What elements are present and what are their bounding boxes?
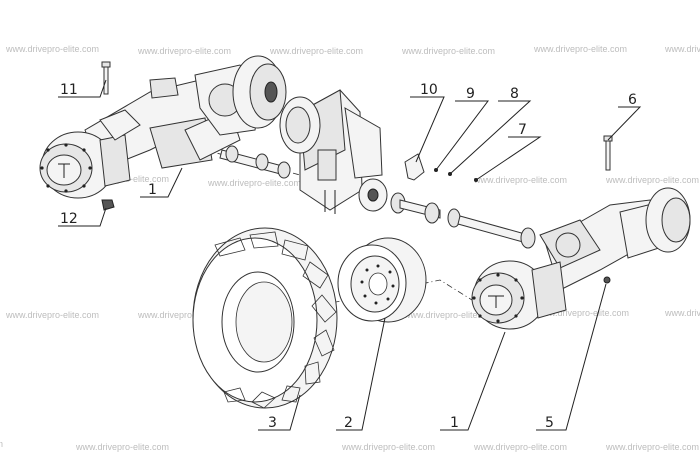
callout-2: 2 — [344, 415, 353, 431]
brake-housing-left — [99, 134, 131, 187]
universal-joint-rear-c — [277, 161, 291, 179]
front-drive-shaft — [390, 192, 536, 249]
callout-8: 8 — [510, 86, 519, 102]
watermark-text: www.drivepro-elite.com — [269, 46, 363, 56]
mounting-studs — [324, 190, 336, 214]
callout-12: 12 — [60, 211, 78, 227]
fasteners — [101, 61, 613, 211]
rim-bolt-holes — [360, 264, 395, 305]
callout-3: 3 — [268, 415, 277, 431]
leader-1a — [140, 167, 183, 198]
control-valve-block — [317, 149, 337, 181]
watermark-text: www.drivepro-elite.com — [137, 310, 231, 320]
callout-7: 7 — [518, 122, 527, 138]
callout-6: 6 — [628, 92, 637, 108]
leader-10 — [410, 96, 445, 163]
callout-1-rear-axle: 1 — [148, 182, 157, 198]
bolt-6 — [605, 139, 611, 171]
leader-9 — [435, 100, 490, 171]
axle-arm-left — [99, 109, 141, 141]
callout-5: 5 — [545, 415, 554, 431]
front-hub-bolts-left — [472, 273, 524, 323]
tyre — [192, 227, 338, 409]
leader-5 — [536, 283, 607, 431]
leader-1b — [440, 331, 506, 431]
callout-11: 11 — [60, 82, 78, 98]
hub-logo-left — [58, 163, 70, 178]
torque-converter-face — [285, 106, 311, 144]
watermark-text: www.drivepro-elite.com — [605, 175, 699, 185]
watermark-text: www.drivepro-elite.com — [403, 310, 497, 320]
rear-drive-shaft — [219, 145, 291, 179]
callout-1-front-axle: 1 — [450, 415, 459, 431]
watermark-text: www.drivepro-elite.com — [473, 175, 567, 185]
universal-joint-front-b — [424, 202, 440, 224]
gearbox-end-cover — [344, 107, 383, 179]
leader-8 — [449, 100, 532, 175]
brake-bracket-parts — [404, 153, 478, 182]
output-flange-center — [367, 188, 379, 202]
bolt-11-head — [101, 61, 111, 68]
mounting-pad — [149, 77, 179, 99]
leader-2 — [336, 317, 386, 431]
watermark-text: www.drivepro-elite.com — [473, 442, 567, 452]
watermark-text: www.drivepro-elite.com — [207, 178, 301, 188]
universal-joint-rear-a — [225, 145, 239, 163]
nut-12 — [101, 199, 115, 211]
leader-lines — [58, 79, 642, 431]
hub-center-right — [264, 81, 278, 103]
front-shaft-tube — [457, 215, 526, 243]
brake-bracket — [404, 153, 425, 181]
watermark-text: www.drivepro-elite.com — [664, 44, 700, 54]
leader-12 — [58, 207, 107, 227]
watermark-text: www.drivepro-elite.com — [341, 442, 435, 452]
watermark-text: www.drivepro-elite.com — [401, 46, 495, 56]
bolt-6-head — [603, 135, 613, 142]
watermark-text: www.drivepro-elite.com — [5, 44, 99, 54]
callout-10: 10 — [420, 82, 438, 98]
callouts: 11 12 1 10 9 8 7 6 3 2 1 5 — [60, 82, 637, 431]
front-brake-housing-left — [531, 261, 567, 319]
leader-11 — [58, 79, 107, 98]
front-differential-cover — [555, 232, 581, 258]
watermark-text: www.drivepro-elite.com — [535, 308, 629, 318]
hub-bolts-left — [40, 143, 92, 193]
watermark-text: www.drivepro-elite.com — [664, 308, 700, 318]
drain-plug — [603, 276, 611, 284]
watermark-text: www.drivepro-elite.com — [605, 442, 699, 452]
tyre-tread — [214, 231, 337, 409]
watermark-text: www.drivepro-elite.com — [137, 46, 231, 56]
front-hub-face-right — [661, 197, 691, 243]
front-axle-assembly — [471, 187, 691, 330]
transmission-assembly — [279, 89, 388, 214]
tyre-inner — [235, 281, 293, 363]
callout-9: 9 — [466, 86, 475, 102]
watermark-text: www.drivepro-elite.com — [0, 439, 3, 449]
universal-joint-rear-b — [255, 153, 269, 171]
watermark-text: www.drivepro-elite.com — [533, 44, 627, 54]
watermark-text: www.drivepro-elite.com — [75, 442, 169, 452]
front-hub-logo — [488, 295, 504, 308]
rim-center-hole — [368, 272, 388, 296]
leader-6 — [607, 106, 642, 141]
leader-7 — [475, 136, 542, 181]
leader-3 — [258, 394, 301, 431]
watermark-text: www.drivepro-elite.com — [5, 310, 99, 320]
wheel-rim — [337, 237, 427, 323]
rear-axle-assembly — [39, 55, 287, 199]
universal-joint-front-c — [520, 227, 536, 249]
